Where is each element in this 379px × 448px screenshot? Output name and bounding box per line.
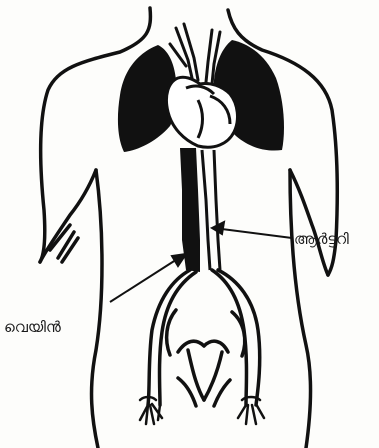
iliac-vessels: [148, 270, 260, 406]
artery-arrow: [212, 222, 292, 238]
great-vessels: [170, 24, 220, 84]
label-artery: ആർട്ടറി: [294, 230, 349, 248]
label-vein: വെയിൻ: [4, 318, 61, 336]
